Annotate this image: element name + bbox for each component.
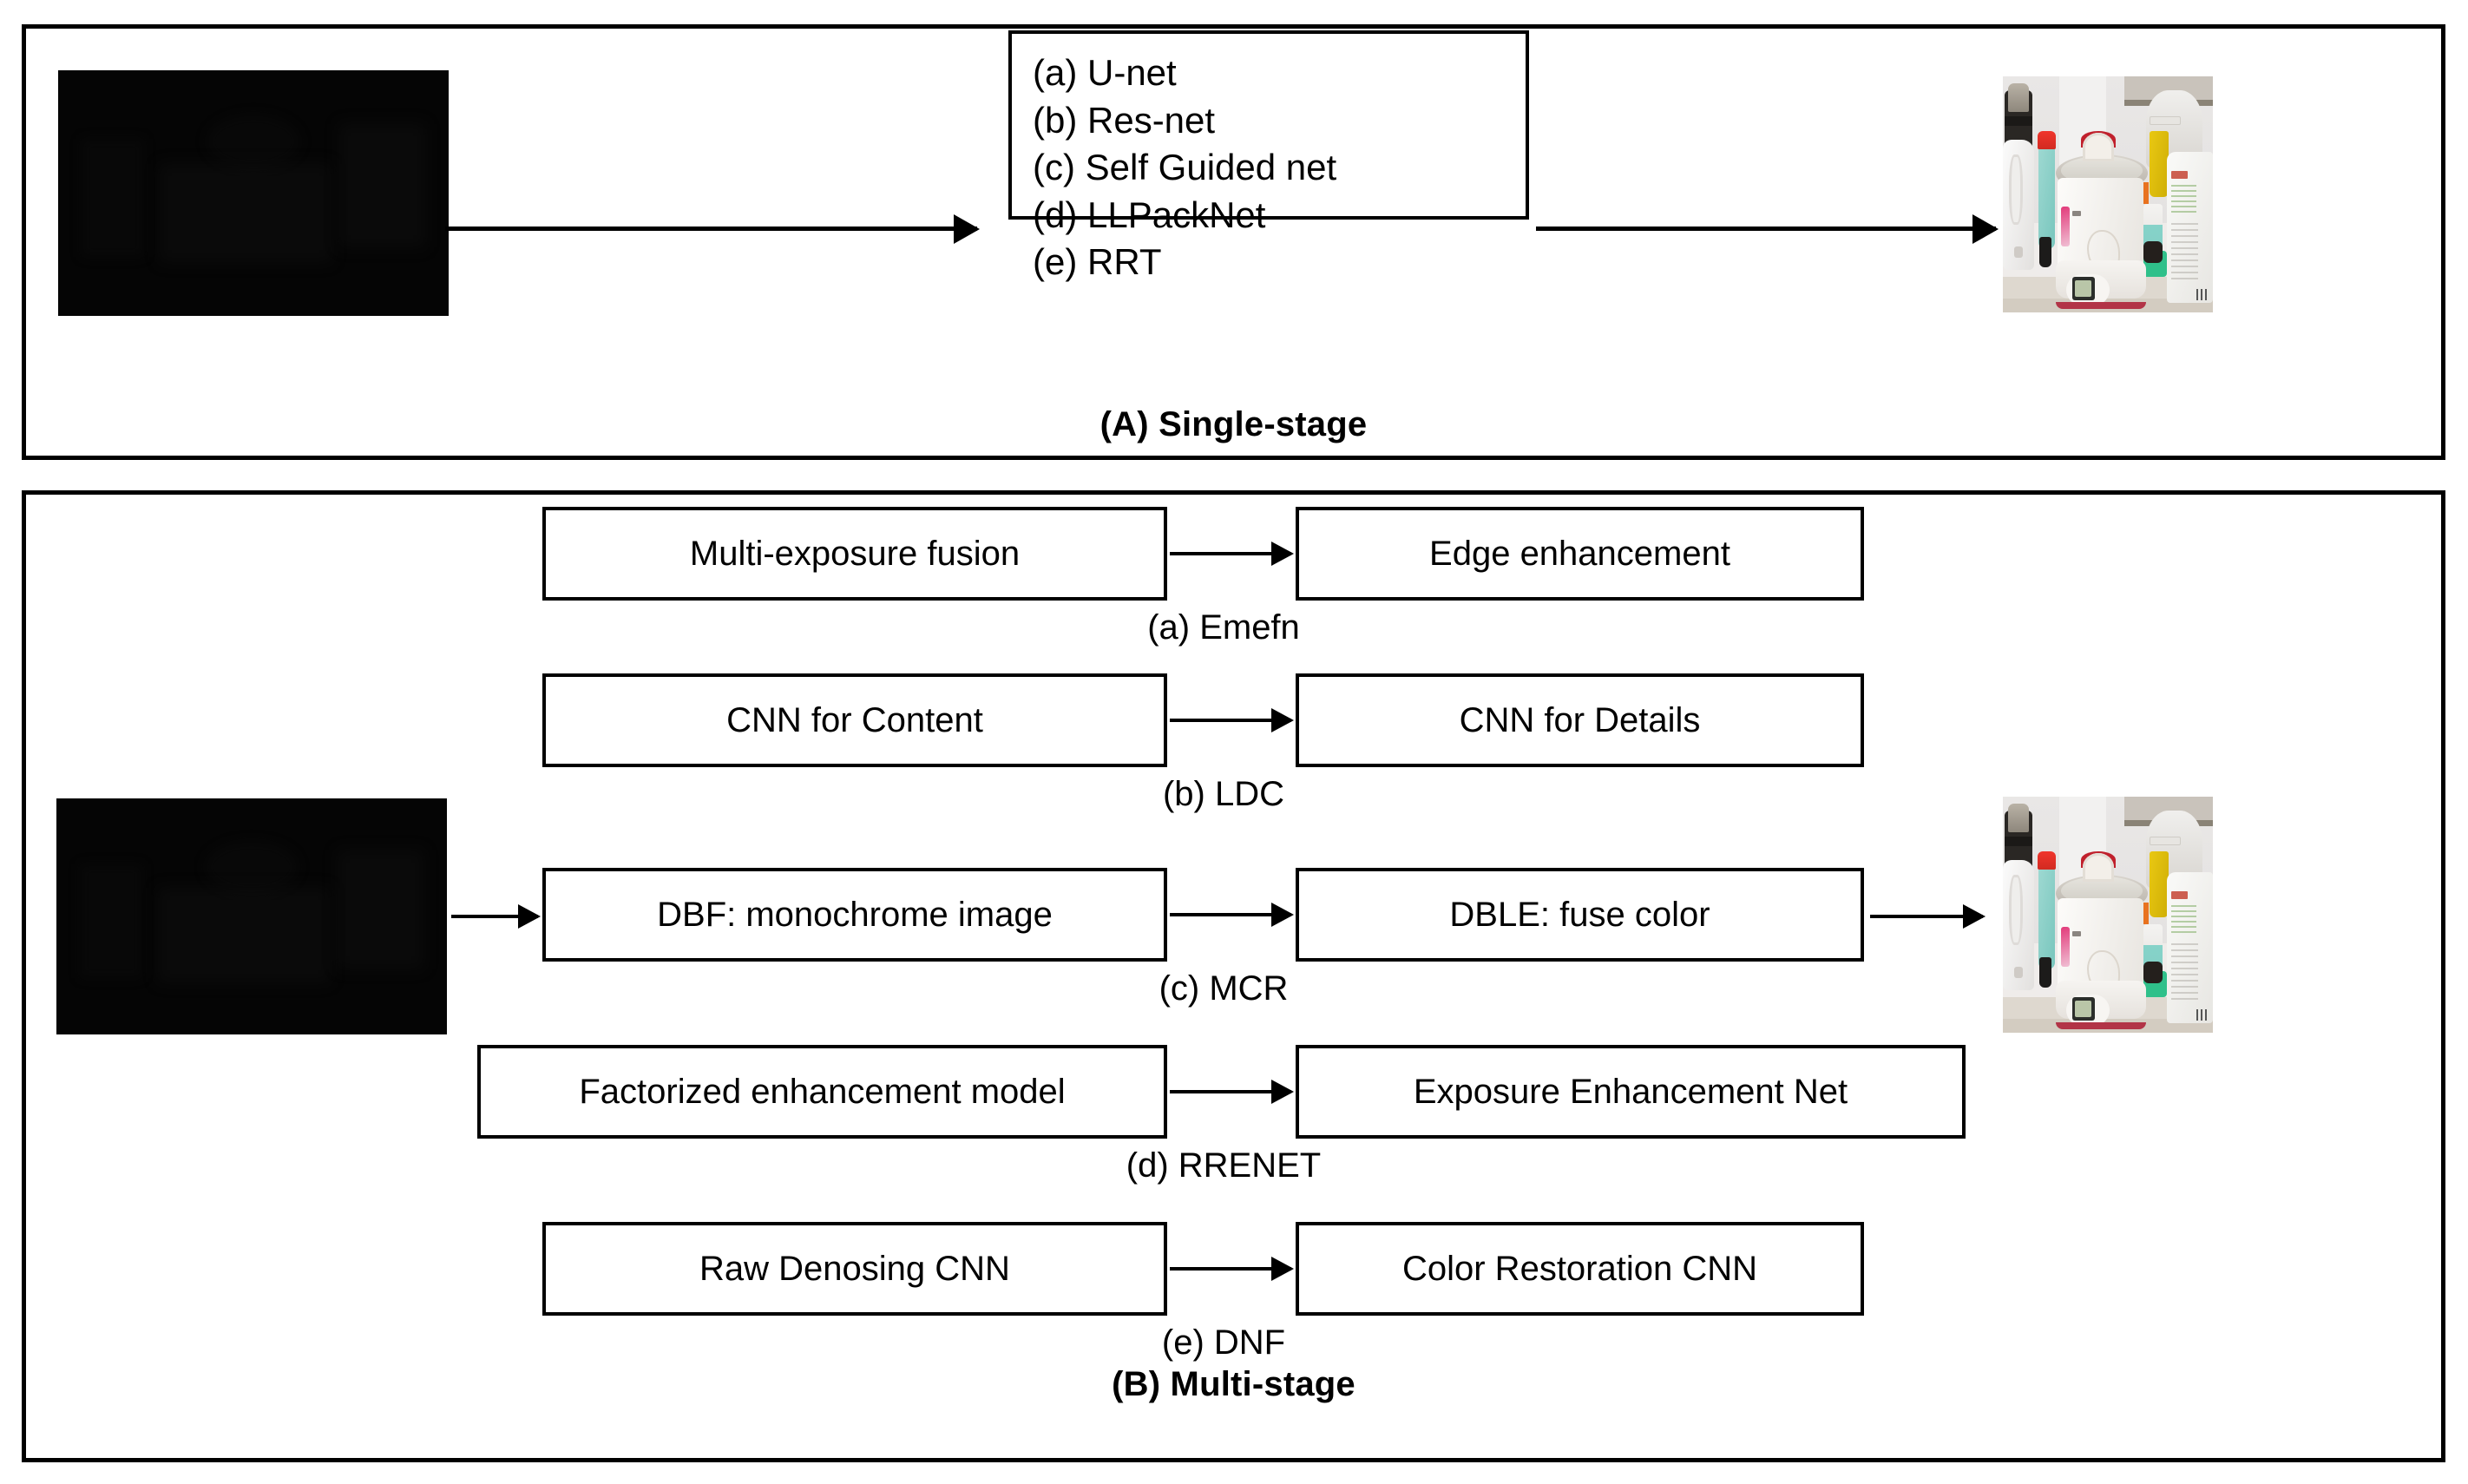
panel-b-output-arrow [1870, 915, 1983, 918]
stage-label-a: (a) Emefn [1147, 608, 1300, 647]
stage-box-a-2: Edge enhancement [1296, 507, 1864, 601]
panel-b-output-image [2003, 797, 2213, 1033]
panel-b-input-image [56, 798, 447, 1034]
panel-a-caption: (A) Single-stage [1099, 405, 1368, 443]
panel-b-input-arrow [451, 915, 538, 918]
panel-multi-stage: Multi-exposure fusion Edge enhancement (… [22, 490, 2445, 1462]
stage-box-b-2: CNN for Details [1296, 673, 1864, 767]
stage-box-e-2: Color Restoration CNN [1296, 1222, 1864, 1316]
stage-box-d-2: Exposure Enhancement Net [1296, 1045, 1966, 1139]
panel-a-input-arrow [445, 227, 977, 231]
method-item-b: (b) Res-net [1033, 99, 1216, 141]
method-item-a: (a) U-net [1033, 52, 1177, 93]
stage-arrow-a [1170, 552, 1291, 555]
panel-a-methods-box: (a) U-net (b) Res-net (c) Self Guided ne… [1008, 30, 1529, 282]
stage-box-d-1: Factorized enhancement model [477, 1045, 1167, 1139]
method-item-d: (d) LLPackNet [1033, 194, 1266, 235]
stage-label-b: (b) LDC [1162, 775, 1285, 813]
method-item-e: (e) RRT [1033, 241, 1162, 283]
panel-a-output-arrow [1536, 227, 1996, 231]
stage-arrow-d [1170, 1090, 1291, 1093]
stage-arrow-e [1170, 1267, 1291, 1271]
panel-a-input-image [58, 70, 449, 316]
stage-box-b-1: CNN for Content [542, 673, 1167, 767]
stage-box-e-1: Raw Denosing CNN [542, 1222, 1167, 1316]
stage-box-a-1: Multi-exposure fusion [542, 507, 1167, 601]
stage-arrow-b [1170, 719, 1291, 722]
stage-label-d: (d) RRENET [1126, 1146, 1322, 1185]
stage-label-c: (c) MCR [1159, 969, 1289, 1008]
method-item-c: (c) Self Guided net [1033, 147, 1337, 188]
stage-box-c-1: DBF: monochrome image [542, 868, 1167, 962]
panel-b-caption: (B) Multi-stage [1112, 1365, 1355, 1403]
panel-single-stage: (a) U-net (b) Res-net (c) Self Guided ne… [22, 24, 2445, 460]
stage-arrow-c [1170, 913, 1291, 916]
stage-box-c-2: DBLE: fuse color [1296, 868, 1864, 962]
panel-a-output-image [2003, 76, 2213, 312]
stage-label-e: (e) DNF [1161, 1323, 1286, 1362]
